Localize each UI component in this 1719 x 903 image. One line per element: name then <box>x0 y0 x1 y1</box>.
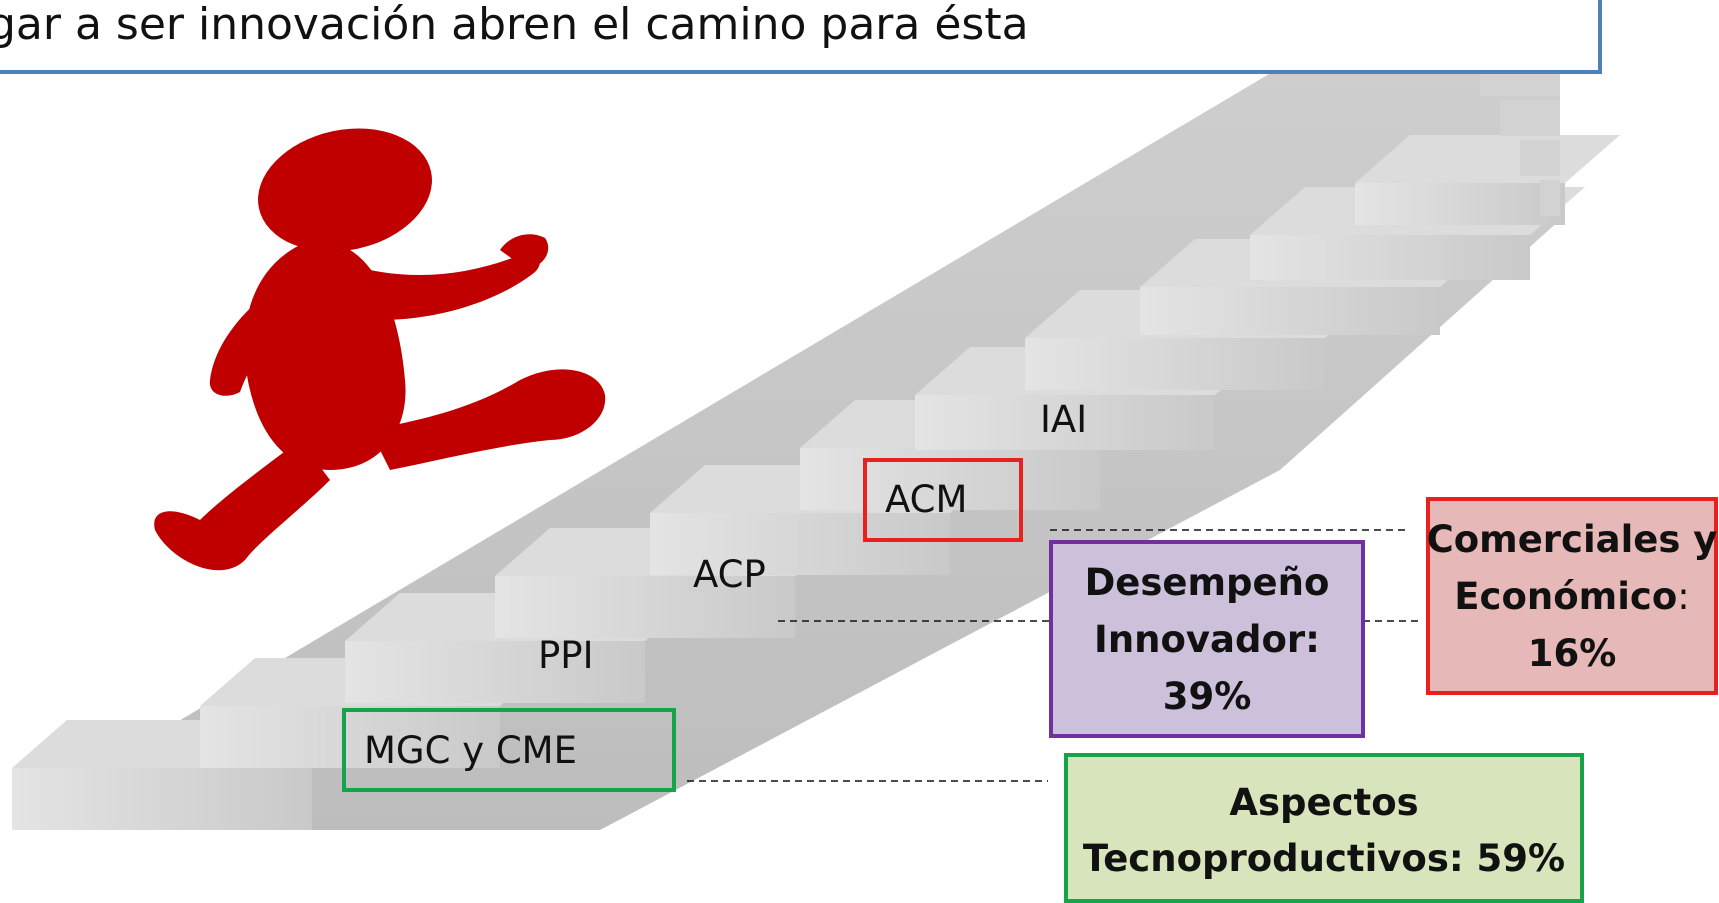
climbing-figure <box>154 128 606 571</box>
step-label-iai: IAI <box>1040 398 1088 441</box>
stair-riser <box>650 513 950 575</box>
desempeno-line1: Desempeño <box>1084 560 1330 604</box>
comerciales-line2-rest: : <box>1677 574 1690 618</box>
stair-riser <box>1140 287 1440 335</box>
step-label-mgc: MGC y CME <box>364 729 577 772</box>
aspectos-line1: Aspectos <box>1229 781 1419 824</box>
title-text: gar a ser innovación abren el camino par… <box>0 0 1029 50</box>
step-label-ppi: PPI <box>538 634 594 677</box>
desempeno-line3: 39% <box>1162 674 1252 718</box>
comerciales-line2-bold: Económico <box>1454 574 1678 618</box>
stair-riser <box>495 576 795 638</box>
comerciales-line1: Comerciales y <box>1426 517 1718 561</box>
stair-upper-step <box>1520 140 1560 176</box>
stair-riser <box>1355 183 1565 225</box>
stair-riser <box>12 768 312 830</box>
comerciales-line2: Económico: <box>1454 568 1689 625</box>
stair-riser <box>915 395 1215 450</box>
stair-riser <box>345 641 645 703</box>
stair-upper-step <box>1540 180 1560 216</box>
stair-steps <box>12 20 1620 830</box>
step-label-acp: ACP <box>693 553 766 596</box>
desempeno-line2: Innovador: <box>1094 617 1320 661</box>
stair-riser <box>1250 235 1530 280</box>
box-aspectos: Aspectos Tecnoproductivos: 59% <box>1064 753 1584 903</box>
box-comerciales: Comerciales y Económico: 16% <box>1426 497 1718 695</box>
box-desempeno: Desempeño Innovador: 39% <box>1049 540 1365 738</box>
comerciales-line3: 16% <box>1527 631 1617 675</box>
stair-riser <box>200 706 500 768</box>
mgc-highlight <box>342 708 676 792</box>
stair-upper-step <box>1500 100 1560 136</box>
step-label-acm: ACM <box>885 478 968 521</box>
stair-riser <box>1025 338 1325 390</box>
acm-highlight <box>863 458 1023 542</box>
title-box: gar a ser innovación abren el camino par… <box>0 0 1602 74</box>
aspectos-line2: Tecnoproductivos: 59% <box>1082 837 1566 880</box>
